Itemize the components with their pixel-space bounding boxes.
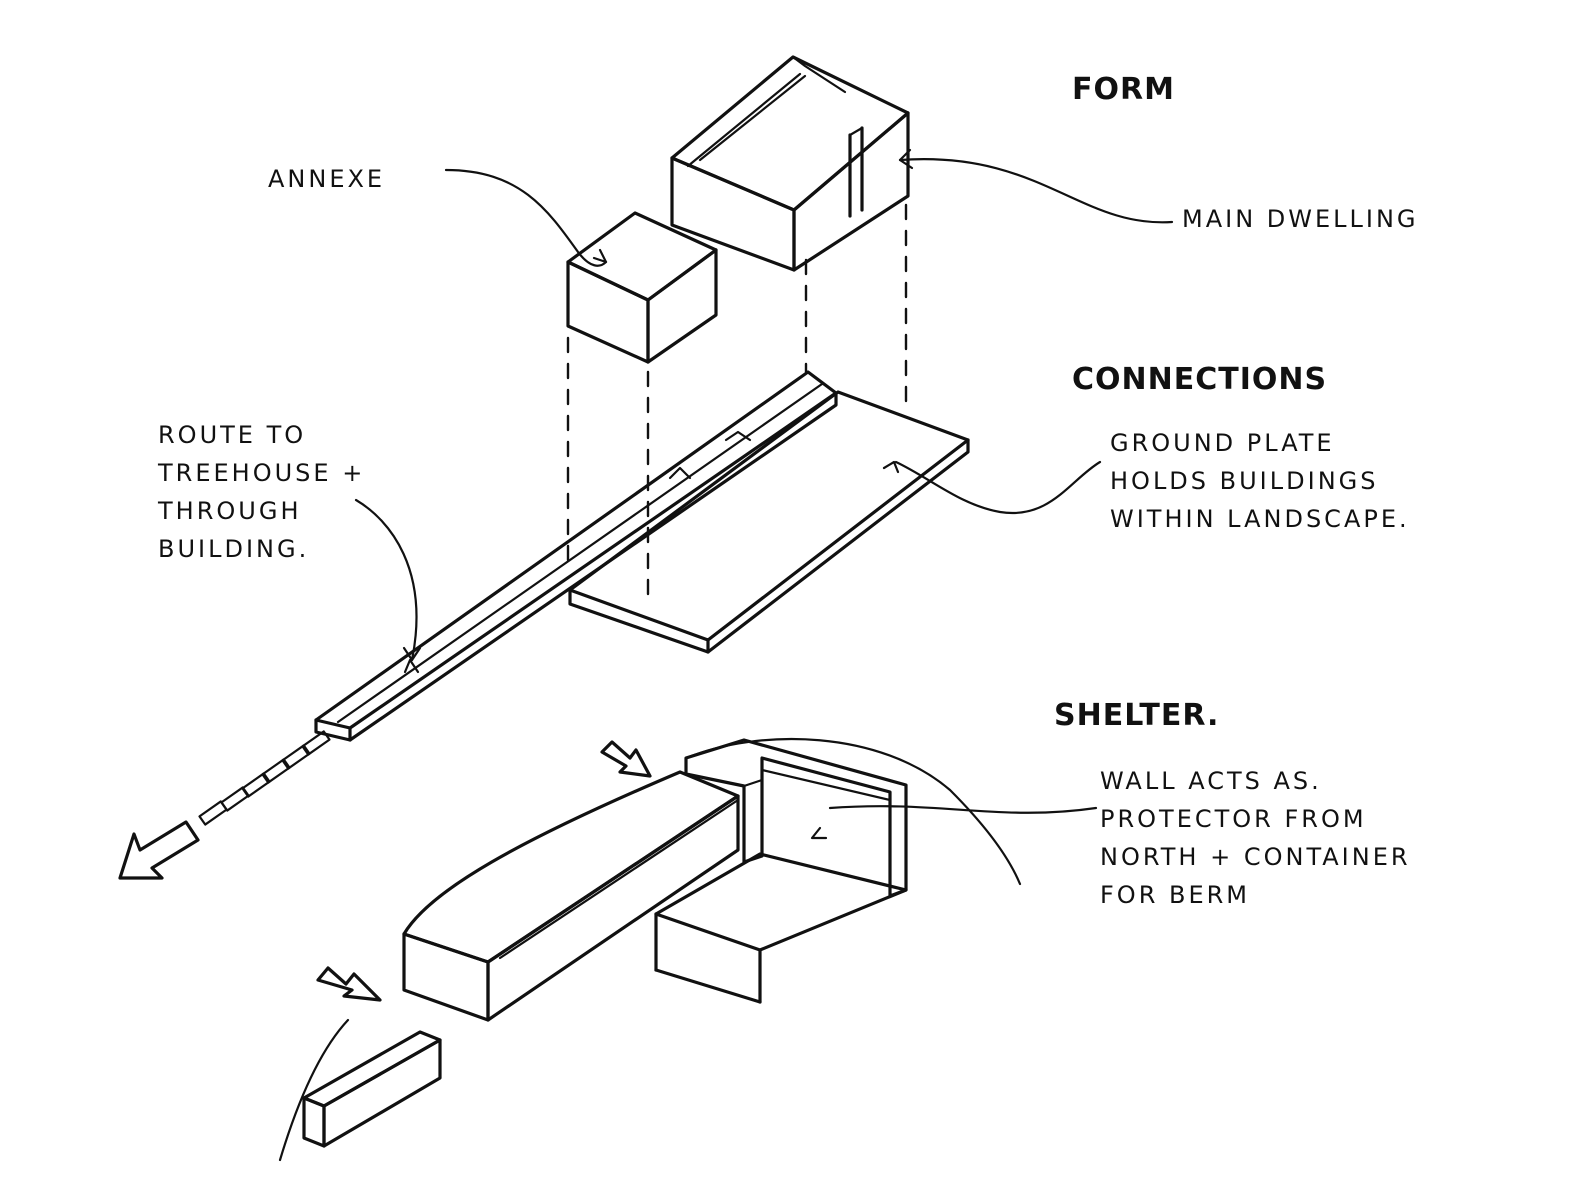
label-annexe: Annexe <box>268 165 386 193</box>
label-main-dwelling: Main Dwelling <box>1182 205 1419 233</box>
shelter-front-wall <box>278 1018 442 1162</box>
arrow-out-icon <box>118 820 200 880</box>
heading-form: Form <box>1072 72 1175 107</box>
entry-arrow-top-icon <box>600 740 652 778</box>
leader-lines <box>354 148 1174 814</box>
main-dwelling-volume <box>670 55 910 272</box>
shelter-long-block <box>402 770 740 1022</box>
shelter-wall-enclosure <box>654 737 1022 1004</box>
heading-shelter: Shelter. <box>1054 698 1220 733</box>
ground-plate <box>568 390 970 654</box>
label-ground-plate: Ground plate holds buildings within land… <box>1110 429 1410 533</box>
route-continuation <box>198 730 331 826</box>
heading-connections: Connections <box>1072 362 1328 397</box>
projection-lines <box>566 203 908 602</box>
label-route: Route to Treehouse + Through Building. <box>158 421 366 563</box>
entry-arrow-bottom-icon <box>316 966 382 1002</box>
route-path <box>314 370 838 742</box>
annexe-volume <box>566 211 718 364</box>
label-wall: Wall acts as. Protector from North + Con… <box>1100 767 1411 909</box>
